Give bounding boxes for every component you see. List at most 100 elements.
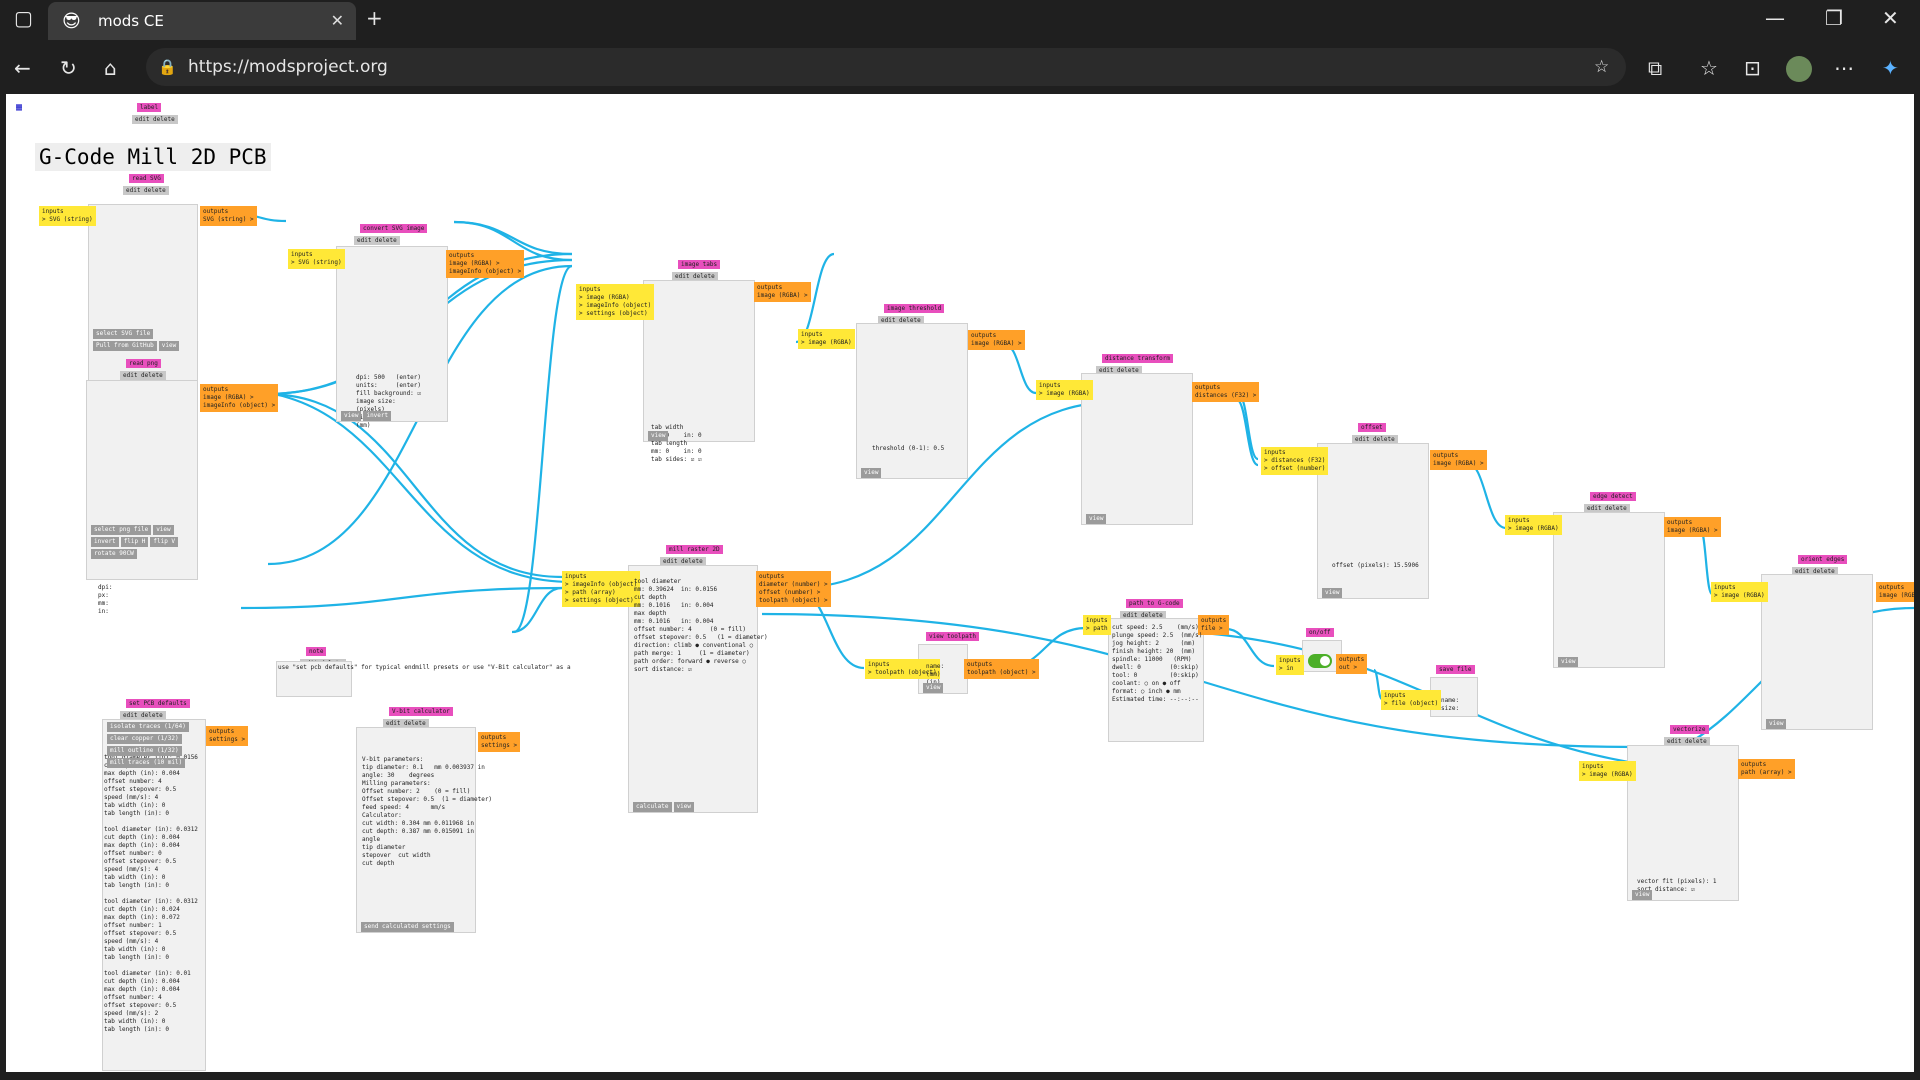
module-inputs-raster[interactable]: inputs > imageInfo (object) > path (arra… <box>562 571 641 607</box>
module-header-readpng[interactable]: read png <box>126 359 161 368</box>
button-view[interactable]: view <box>158 341 180 351</box>
mods-canvas[interactable]: ▦ label edit delete G-Code Mill 2D PCB r… <box>6 94 1914 1072</box>
module-inputs-save[interactable]: inputs > file (object) <box>1381 690 1442 710</box>
module-outputs-raster[interactable]: outputs diameter (number) > offset (numb… <box>756 571 831 607</box>
button-mill-traces-10-mil-[interactable]: mill traces (10 mil) <box>107 758 186 768</box>
module-edit-delete-offset[interactable]: edit delete <box>1352 435 1398 444</box>
module-edit-delete-pcb[interactable]: edit delete <box>120 711 166 720</box>
address-bar[interactable]: 🔒 https://modsproject.org ☆ <box>146 48 1626 86</box>
module-header-convsvg[interactable]: convert SVG image <box>360 224 428 233</box>
button-flip-v[interactable]: flip V <box>150 537 179 547</box>
module-inputs-gcode[interactable]: inputs > path <box>1083 615 1111 635</box>
module-outputs-readpng[interactable]: outputs image (RGBA) > imageInfo (object… <box>200 384 279 412</box>
module-edit-delete-gcode[interactable]: edit delete <box>1120 611 1166 620</box>
module-inputs-dist[interactable]: inputs > image (RGBA) <box>1036 380 1093 400</box>
module-header-viewtp[interactable]: view toolpath <box>926 632 979 641</box>
module-header-offset[interactable]: offset <box>1358 423 1386 432</box>
module-outputs-vbit[interactable]: outputs settings > <box>478 732 521 752</box>
favorite-star-icon[interactable]: ☆ <box>1594 57 1610 77</box>
module-outputs-orient[interactable]: outputs image (RGBA) > <box>1876 582 1914 602</box>
module-outputs-convsvg[interactable]: outputs image (RGBA) > imageInfo (object… <box>446 250 525 278</box>
module-inputs-readsvg[interactable]: inputs > SVG (string) <box>39 206 96 226</box>
module-inputs-imgtabs[interactable]: inputs > image (RGBA) > imageInfo (objec… <box>576 284 655 320</box>
button-view[interactable]: view <box>673 802 694 812</box>
module-header-note[interactable]: note <box>306 647 327 656</box>
module-inputs-thresh[interactable]: inputs > image (RGBA) <box>798 329 855 349</box>
module-edit-delete-convsvg[interactable]: edit delete <box>354 236 400 245</box>
module-edit-delete-vbit[interactable]: edit delete <box>383 719 429 728</box>
module-edit-delete-vector[interactable]: edit delete <box>1664 737 1710 746</box>
button-view[interactable]: view <box>1322 588 1343 598</box>
button-invert[interactable]: invert <box>363 411 392 421</box>
module-inputs-orient[interactable]: inputs > image (RGBA) <box>1711 582 1768 602</box>
module-outputs-offset[interactable]: outputs image (RGBA) > <box>1430 450 1487 470</box>
button-flip-h[interactable]: flip H <box>120 537 149 547</box>
new-tab-icon[interactable]: + <box>366 6 383 30</box>
module-edit-delete-raster[interactable]: edit delete <box>660 557 706 566</box>
module-outputs-vector[interactable]: outputs path (array) > <box>1738 759 1795 779</box>
module-outputs-dist[interactable]: outputs distances (F32) > <box>1192 382 1260 402</box>
extensions-icon[interactable]: ⧉ <box>1648 56 1663 80</box>
module-outputs-edge[interactable]: outputs image (RGBA) > <box>1664 517 1721 537</box>
favorites-icon[interactable]: ☆ <box>1700 56 1718 80</box>
module-header-edge[interactable]: edge detect <box>1590 492 1636 501</box>
module-header-pcb[interactable]: set PCB defaults <box>126 699 190 708</box>
module-edit-delete-dist[interactable]: edit delete <box>1096 366 1142 375</box>
button-select-png-file[interactable]: select png file <box>91 525 152 535</box>
button-select-svg-file[interactable]: select SVG file <box>93 329 154 339</box>
module-outputs-readsvg[interactable]: outputs SVG (string) > <box>200 206 257 226</box>
module-header-save[interactable]: save file <box>1436 665 1475 674</box>
on-off-toggle[interactable] <box>1308 654 1332 668</box>
module-header-vbit[interactable]: V-bit calculator <box>389 707 453 716</box>
module-header-vector[interactable]: vectorize <box>1670 725 1709 734</box>
module-header-onoff[interactable]: on/off <box>1306 628 1334 637</box>
screenshot-icon[interactable]: ⊡ <box>1744 56 1761 80</box>
label-edit-delete[interactable]: edit delete <box>132 115 178 124</box>
module-edit-delete-readsvg[interactable]: edit delete <box>123 186 169 195</box>
module-inputs-offset[interactable]: inputs > distances (F32) > offset (numbe… <box>1261 447 1329 475</box>
button-pull-from-github[interactable]: Pull from GitHub <box>93 341 157 351</box>
button-view[interactable]: view <box>1086 514 1107 524</box>
module-inputs-vector[interactable]: inputs > image (RGBA) <box>1579 761 1636 781</box>
button-send-calculated-settings[interactable]: send calculated settings <box>361 922 454 932</box>
module-inputs-convsvg[interactable]: inputs > SVG (string) <box>288 249 345 269</box>
button-clear-copper-1-32-[interactable]: clear copper (1/32) <box>107 734 182 744</box>
button-view[interactable]: view <box>861 468 882 478</box>
button-mill-outline-1-32-[interactable]: mill outline (1/32) <box>107 746 182 756</box>
profile-avatar[interactable] <box>1786 56 1812 82</box>
module-header-gcode[interactable]: path to G-code <box>1126 599 1183 608</box>
button-view[interactable]: view <box>341 411 362 421</box>
module-inputs-viewtp[interactable]: inputs > toolpath (object) <box>865 659 940 679</box>
module-header-imgtabs[interactable]: image tabs <box>678 260 721 269</box>
module-inputs-edge[interactable]: inputs > image (RGBA) <box>1505 515 1562 535</box>
module-outputs-gcode[interactable]: outputs file > <box>1198 615 1230 635</box>
close-tab-icon[interactable]: ✕ <box>330 11 344 30</box>
module-edit-delete-edge[interactable]: edit delete <box>1584 504 1630 513</box>
sidebar-toggle-icon[interactable]: ▢ <box>14 6 33 30</box>
mods-menu-icon[interactable]: ▦ <box>16 102 23 113</box>
module-header-thresh[interactable]: image threshold <box>884 304 945 313</box>
button-calculate[interactable]: calculate <box>633 802 672 812</box>
module-edit-delete-readpng[interactable]: edit delete <box>120 371 166 380</box>
back-icon[interactable]: ← <box>14 56 31 80</box>
browser-tab[interactable]: 😎 mods CE ✕ <box>48 2 356 40</box>
module-header-raster[interactable]: mill raster 2D <box>666 545 723 554</box>
button-view[interactable]: view <box>923 683 944 693</box>
module-edit-delete-thresh[interactable]: edit delete <box>878 316 924 325</box>
button-view[interactable]: view <box>1558 657 1579 667</box>
module-outputs-pcb[interactable]: outputs settings > <box>206 726 249 746</box>
button-view[interactable]: view <box>648 431 669 441</box>
label-header[interactable]: label <box>137 103 162 112</box>
home-icon[interactable]: ⌂ <box>104 56 117 80</box>
close-window-icon[interactable]: ✕ <box>1882 6 1899 30</box>
button-isolate-traces-1-64-[interactable]: isolate traces (1/64) <box>107 722 189 732</box>
copilot-icon[interactable]: ✦ <box>1882 56 1899 80</box>
module-outputs-imgtabs[interactable]: outputs image (RGBA) > <box>754 282 811 302</box>
module-header-readsvg[interactable]: read SVG <box>129 174 164 183</box>
module-outputs-thresh[interactable]: outputs image (RGBA) > <box>968 330 1025 350</box>
module-outputs-onoff[interactable]: outputs out > <box>1336 654 1368 674</box>
restore-icon[interactable]: ❐ <box>1825 6 1843 30</box>
button-invert[interactable]: invert <box>91 537 119 547</box>
module-inputs-onoff[interactable]: inputs > in <box>1276 655 1304 675</box>
module-header-dist[interactable]: distance transform <box>1102 354 1174 363</box>
